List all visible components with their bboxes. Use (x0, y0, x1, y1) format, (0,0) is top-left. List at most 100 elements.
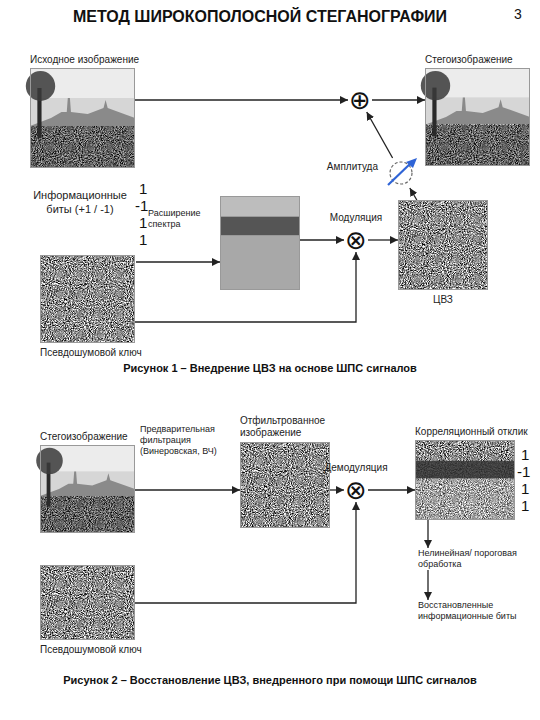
image-border (41, 566, 135, 640)
figure-caption: Рисунок 1 – Внедрение ЦВЗ на основе ШПС … (0, 362, 540, 374)
buildings (30, 98, 135, 130)
node-label: Стегоизображение (40, 431, 128, 443)
multiplier-symbol: Демодуляция⊗ (344, 478, 368, 502)
image-frame: Отфильтрованное изображение (240, 442, 330, 528)
noise-texture (415, 440, 515, 520)
image-border (426, 69, 530, 166)
illustration (40, 565, 135, 640)
text-block: Информационные биты (+1 / -1) (24, 188, 136, 266)
image-border (221, 197, 300, 290)
noise-texture (40, 565, 135, 640)
knob-arrowhead (406, 158, 417, 168)
connector (410, 188, 417, 200)
figure-caption: Рисунок 2 – Восстановление ЦВЗ, внедренн… (0, 674, 540, 686)
connector (368, 489, 415, 490)
band-light (220, 196, 300, 290)
illustration (30, 68, 135, 168)
edge-label: Предварительная фильтрация (Винеровская,… (140, 424, 236, 457)
image-border (41, 446, 135, 533)
bit-value: -1 (517, 463, 530, 480)
multiplier-symbol: Модуляция⊗ (344, 228, 368, 252)
node-label: Амплитуда (327, 161, 378, 173)
page-title: МЕТОД ШИРОКОПОЛОСНОЙ СТЕГАНОГРАФИИ (20, 8, 500, 26)
node-label: Демодуляция (324, 462, 387, 474)
text-block: Восстановленные информационные биты (418, 600, 533, 622)
ground-shade (30, 126, 135, 168)
node-label: ⊕ (348, 88, 372, 112)
amplitude-knob: Амплитуда (384, 158, 418, 188)
image-frame: Корреляционный отклик (415, 440, 515, 520)
connector (427, 570, 428, 600)
image-border (241, 443, 330, 528)
image-border (416, 441, 515, 520)
node-label: Псевдошумовой ключ (40, 347, 142, 359)
adder-symbol: ⊕ (348, 88, 372, 112)
bit-value: 1 (521, 480, 529, 497)
ground-shade (40, 496, 135, 533)
bit-value: 1 (521, 446, 529, 463)
noise-texture (40, 255, 135, 343)
node-label: Расширение спектра (148, 208, 214, 230)
spread-box: Расширение спектра (220, 196, 300, 290)
image-border (31, 69, 135, 168)
noise-texture (240, 442, 330, 528)
connector (136, 261, 220, 262)
connector (135, 489, 240, 490)
bit-value: 1 (139, 214, 147, 231)
bit-value: 1 (521, 497, 529, 514)
node-label: Исходное изображение (30, 54, 139, 66)
image-frame: Псевдошумовой ключ (40, 255, 135, 343)
illustration (220, 196, 300, 290)
band-light (415, 478, 515, 520)
illustration (240, 442, 330, 528)
band-mid (220, 235, 300, 290)
connector (135, 99, 348, 100)
connector (367, 112, 393, 158)
ground-noise (40, 496, 135, 533)
bit-value: 1 (139, 180, 147, 197)
connector (372, 99, 425, 100)
node-label: Стегоизображение (425, 54, 513, 66)
image-border (399, 201, 488, 290)
bit-value: 1 (139, 231, 147, 248)
connector (330, 489, 344, 490)
image-frame: Стегоизображение (425, 68, 530, 166)
node-label: Информационные биты (+1 / -1) (24, 188, 136, 216)
band-dark (415, 461, 515, 479)
symbol-glyph: ⊗ (344, 478, 368, 502)
illustration (40, 255, 135, 343)
node-label: Модуляция (330, 212, 382, 224)
text-block: Нелинейная/ пороговая обработка (418, 548, 523, 570)
illustration (40, 445, 135, 533)
bit-value: -1 (135, 197, 148, 214)
connector (427, 520, 428, 548)
ground-noise (425, 125, 530, 166)
illustration (398, 200, 488, 290)
connector (368, 239, 398, 240)
illustration (425, 68, 530, 166)
knob-arrow (388, 162, 412, 185)
node-label: Псевдошумовой ключ (40, 644, 142, 656)
node-label: Восстановленные информационные биты (418, 600, 533, 622)
image-frame: Псевдошумовой ключ (40, 565, 135, 640)
node-label: ЦВЗ (398, 294, 488, 306)
symbol-glyph: ⊗ (344, 228, 368, 252)
page-number: 3 (514, 6, 522, 22)
node-label: Корреляционный отклик (415, 426, 528, 438)
illustration (384, 158, 418, 188)
band-dark (220, 217, 300, 236)
image-border (41, 256, 135, 343)
illustration (415, 440, 515, 520)
connector (300, 239, 344, 240)
buildings (425, 97, 530, 128)
node-label: Нелинейная/ пороговая обработка (418, 548, 523, 570)
ground-shade (425, 125, 530, 166)
ground-noise (30, 126, 135, 168)
buildings (40, 471, 135, 499)
image-frame: Стегоизображение (40, 445, 135, 533)
image-frame: ЦВЗ (398, 200, 488, 290)
image-frame: Исходное изображение (30, 68, 135, 168)
noise-texture (398, 200, 488, 290)
node-label: Отфильтрованное изображение (240, 415, 340, 439)
